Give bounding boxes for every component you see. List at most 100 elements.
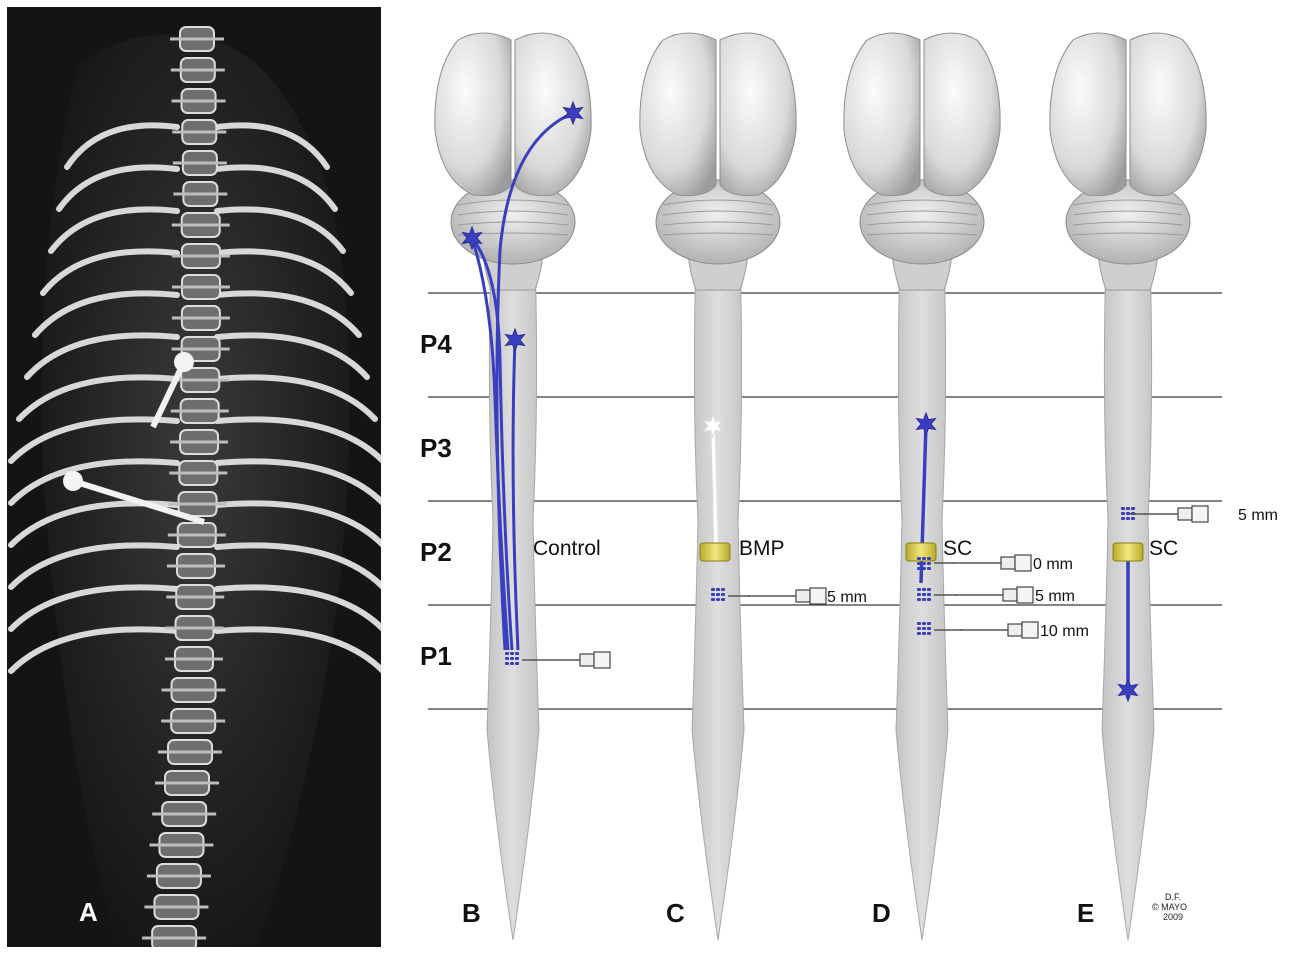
- region-divider-lines: [428, 293, 1222, 709]
- site-dot: [917, 622, 921, 625]
- label-sc-e: SC: [1149, 537, 1178, 560]
- site-dot: [1121, 517, 1125, 520]
- credit-line-1: D.F.: [1165, 892, 1181, 902]
- site-dot: [927, 632, 931, 635]
- site-dot: [927, 588, 931, 591]
- site-dot: [510, 662, 514, 665]
- site-dot: [927, 627, 931, 630]
- spinal-cord: [692, 255, 744, 940]
- site-dot: [721, 588, 725, 591]
- site-dot: [922, 632, 926, 635]
- site-dot: [927, 567, 931, 570]
- site-dot: [510, 652, 514, 655]
- site-dot: [515, 652, 519, 655]
- xray-panel: A: [7, 7, 381, 947]
- site-dot: [1131, 507, 1135, 510]
- site-dot: [922, 588, 926, 591]
- site-dot: [917, 632, 921, 635]
- site-dot: [917, 593, 921, 596]
- panel-label-c: C: [666, 898, 685, 928]
- site-dot: [927, 622, 931, 625]
- site-dot: [1126, 507, 1130, 510]
- site-dot: [927, 562, 931, 565]
- cns-c: [640, 33, 796, 940]
- site-dot: [716, 598, 720, 601]
- recording-sites: [505, 507, 1135, 665]
- site-cluster: [711, 588, 725, 601]
- electrode-c: [748, 588, 826, 604]
- cns-d: [844, 33, 1000, 940]
- copyright-credit: D.F. © MAYO 2009: [1152, 892, 1187, 922]
- site-dot: [505, 657, 509, 660]
- panel-label-d: D: [872, 898, 891, 928]
- site-dot: [1121, 512, 1125, 515]
- site-dot: [922, 567, 926, 570]
- site-dot: [922, 598, 926, 601]
- left-hemisphere: [1050, 33, 1126, 196]
- spinal-cord: [896, 255, 948, 940]
- site-cluster: [917, 557, 931, 570]
- site-dot: [711, 593, 715, 596]
- site-dot: [922, 627, 926, 630]
- electrode-b: [532, 652, 610, 668]
- site-dot: [1121, 507, 1125, 510]
- site-dot: [711, 598, 715, 601]
- site-dot: [917, 598, 921, 601]
- site-dot: [917, 557, 921, 560]
- site-dot: [922, 622, 926, 625]
- panel-label-a: A: [79, 897, 98, 927]
- site-dot: [716, 593, 720, 596]
- right-hemisphere: [1130, 33, 1206, 196]
- site-dot: [711, 588, 715, 591]
- site-dot: [515, 657, 519, 660]
- site-dot: [1131, 517, 1135, 520]
- left-hemisphere: [844, 33, 920, 196]
- site-dot: [922, 562, 926, 565]
- left-hemisphere: [435, 33, 511, 196]
- label-bmp: BMP: [739, 537, 785, 560]
- site-dot: [917, 627, 921, 630]
- site-dot: [505, 652, 509, 655]
- distance-d-5mm: 5 mm: [1035, 588, 1075, 605]
- region-label-p4: P4: [420, 329, 452, 359]
- site-dot: [917, 567, 921, 570]
- right-hemisphere: [924, 33, 1000, 196]
- distance-e-5mm: 5 mm: [1238, 507, 1278, 524]
- site-dot: [922, 557, 926, 560]
- distance-c-5mm: 5 mm: [827, 589, 867, 606]
- site-dot: [917, 562, 921, 565]
- site-dot: [505, 662, 509, 665]
- site-cluster: [505, 652, 519, 665]
- left-hemisphere: [640, 33, 716, 196]
- site-dot: [721, 598, 725, 601]
- region-label-p1: P1: [420, 641, 452, 671]
- site-cluster: [917, 588, 931, 601]
- site-dot: [927, 593, 931, 596]
- label-control: Control: [533, 537, 601, 560]
- schematic-diagram: P4 P3 P2 P1: [381, 0, 1296, 954]
- site-dot: [917, 588, 921, 591]
- labeled-neurons: [463, 102, 1138, 701]
- site-dot: [922, 593, 926, 596]
- panel-label-e: E: [1077, 898, 1094, 928]
- site-dot: [716, 588, 720, 591]
- site-dot: [1126, 517, 1130, 520]
- cns-e: [1050, 33, 1206, 940]
- electrode-d-5: [955, 587, 1033, 603]
- site-dot: [515, 662, 519, 665]
- site-dot: [510, 657, 514, 660]
- site-dot: [1126, 512, 1130, 515]
- right-hemisphere: [720, 33, 796, 196]
- region-label-p3: P3: [420, 433, 452, 463]
- label-sc-d: SC: [943, 537, 972, 560]
- distance-d-0mm: 0 mm: [1033, 556, 1073, 573]
- site-cluster: [917, 622, 931, 635]
- site-dot: [927, 598, 931, 601]
- distance-d-10mm: 10 mm: [1040, 623, 1089, 640]
- credit-line-3: 2009: [1163, 912, 1183, 922]
- region-label-p2: P2: [420, 537, 452, 567]
- right-hemisphere: [515, 33, 591, 196]
- site-dot: [927, 557, 931, 560]
- panel-label-b: B: [462, 898, 481, 928]
- credit-line-2: © MAYO: [1152, 902, 1187, 912]
